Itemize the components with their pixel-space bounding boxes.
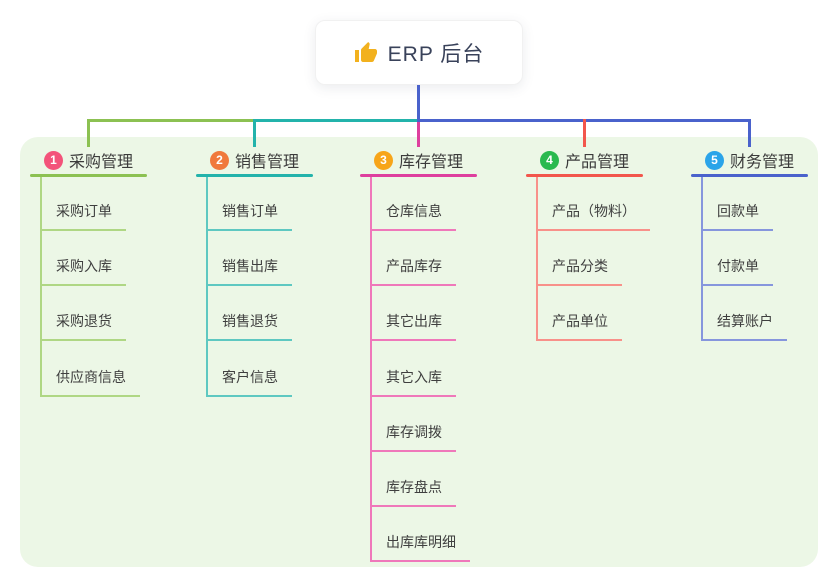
branch-4-header[interactable]: 4 产品管理 xyxy=(540,149,629,171)
branch-4-label: 产品管理 xyxy=(565,154,630,171)
root-node[interactable]: ERP 后台 xyxy=(315,20,523,85)
branch-1-number-badge: 1 xyxy=(44,150,63,170)
connector-branch-5-drop xyxy=(748,119,751,147)
branch-3-child-node[interactable]: 库存盘点 xyxy=(370,477,456,507)
branch-5-label: 财务管理 xyxy=(730,154,795,171)
branch-5-child-node[interactable]: 付款单 xyxy=(701,256,773,286)
root-node-title: ERP 后台 xyxy=(387,42,485,66)
branch-1-label: 采购管理 xyxy=(69,154,134,171)
branch-1-child-node[interactable]: 采购入库 xyxy=(40,256,126,286)
branch-2-child-node[interactable]: 客户信息 xyxy=(206,367,292,397)
branch-1-child-node[interactable]: 供应商信息 xyxy=(40,367,140,397)
branch-2-number-badge: 2 xyxy=(210,150,229,170)
branch-5-child-node[interactable]: 结算账户 xyxy=(701,311,787,341)
branch-4-underline xyxy=(526,174,643,177)
branch-4-child-node[interactable]: 产品（物料） xyxy=(536,201,650,231)
branch-3-child-connector xyxy=(370,177,372,562)
branch-3-child-node[interactable]: 仓库信息 xyxy=(370,201,456,231)
branch-5-underline xyxy=(691,174,808,177)
branch-1-underline xyxy=(30,174,147,177)
branch-2-header[interactable]: 2 销售管理 xyxy=(210,149,299,171)
branches-panel xyxy=(20,137,818,567)
branch-1-child-node[interactable]: 采购退货 xyxy=(40,311,126,341)
branch-4-child-node[interactable]: 产品分类 xyxy=(536,256,622,286)
branch-1-child-node[interactable]: 采购订单 xyxy=(40,201,126,231)
thumbs-up-icon xyxy=(354,41,377,62)
branch-3-child-node[interactable]: 其它出库 xyxy=(370,311,456,341)
branch-4-child-connector xyxy=(536,177,538,341)
branch-1-header[interactable]: 1 采购管理 xyxy=(44,149,133,171)
branch-5-child-node[interactable]: 回款单 xyxy=(701,201,773,231)
connector-branch-3-drop xyxy=(417,122,420,147)
branch-2-child-connector xyxy=(206,177,208,397)
branch-5-header[interactable]: 5 财务管理 xyxy=(705,149,794,171)
branch-2-child-node[interactable]: 销售退货 xyxy=(206,311,292,341)
branch-1-child-connector xyxy=(40,177,42,397)
connector-branch-4-drop xyxy=(583,119,586,147)
branch-5-child-connector xyxy=(701,177,703,341)
branch-3-underline xyxy=(360,174,477,177)
connector-branch-1-drop xyxy=(87,119,90,147)
connector-branch-2-drop xyxy=(253,119,256,147)
branch-4-child-node[interactable]: 产品单位 xyxy=(536,311,622,341)
branch-2-label: 销售管理 xyxy=(235,154,300,171)
connector-trunk-left-green xyxy=(87,119,256,122)
branch-3-child-node[interactable]: 库存调拨 xyxy=(370,422,456,452)
branch-2-child-node[interactable]: 销售订单 xyxy=(206,201,292,231)
branch-3-child-node[interactable]: 产品库存 xyxy=(370,256,456,286)
connector-trunk-left-teal xyxy=(253,119,420,122)
branch-3-label: 库存管理 xyxy=(399,154,464,171)
branch-3-child-node[interactable]: 出库库明细 xyxy=(370,532,470,562)
branch-4-number-badge: 4 xyxy=(540,150,559,170)
branch-3-number-badge: 3 xyxy=(374,150,393,170)
branch-5-number-badge: 5 xyxy=(705,150,724,170)
branch-3-header[interactable]: 3 库存管理 xyxy=(374,149,463,171)
branch-3-child-node[interactable]: 其它入库 xyxy=(370,367,456,397)
connector-root-trunk xyxy=(417,85,420,122)
branch-2-underline xyxy=(196,174,313,177)
branch-2-child-node[interactable]: 销售出库 xyxy=(206,256,292,286)
